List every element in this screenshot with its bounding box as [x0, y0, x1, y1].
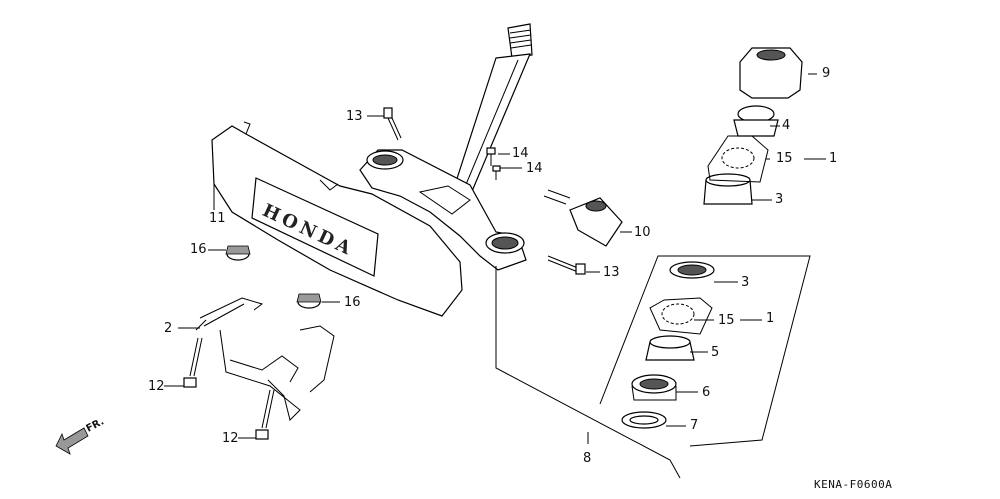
top-thread-nut-9 [739, 47, 803, 99]
callout-1-top: 1 [829, 151, 838, 166]
steel-balls-15-bottom [661, 303, 695, 325]
callout-14-lower: 14 [526, 161, 543, 176]
callout-12-lower: 12 [222, 431, 239, 446]
diagram-code: KENA-F0600A [814, 478, 893, 491]
bracket-stay [195, 297, 335, 421]
grommet-16-left [225, 245, 251, 261]
callout-1-bottom: 1 [766, 311, 775, 326]
callout-11: 11 [209, 211, 226, 226]
bottom-bridge [359, 149, 527, 271]
callout-13-upper: 13 [346, 109, 363, 124]
callout-16-right: 16 [344, 295, 361, 310]
ball-race-3-top [703, 173, 753, 205]
callout-2: 2 [164, 321, 173, 336]
grommet-16-right [296, 293, 322, 309]
bolt-13-lower [547, 255, 586, 275]
callout-15-bottom: 15 [718, 313, 735, 328]
callout-6: 6 [702, 385, 711, 400]
leader-lines [164, 73, 826, 439]
callout-13-lower: 13 [603, 265, 620, 280]
callout-3-bottom: 3 [741, 275, 750, 290]
callout-7: 7 [690, 418, 699, 433]
callout-8: 8 [583, 451, 592, 466]
callout-3-top: 3 [775, 192, 784, 207]
bracket-8-right [599, 255, 811, 447]
callout-14-upper: 14 [512, 146, 529, 161]
bolt-13-upper [383, 107, 402, 141]
steel-balls-15-top [721, 147, 755, 169]
dust-seal-6 [631, 374, 677, 401]
bolt-12-upper [183, 337, 203, 388]
callout-4: 4 [782, 118, 791, 133]
cone-race-5 [645, 335, 695, 361]
ignition-switch [543, 189, 623, 247]
front-direction-arrow-icon [55, 427, 89, 455]
ball-race-3-bottom [669, 261, 715, 279]
bracket-1-bottom [649, 297, 713, 335]
callout-15-top: 15 [776, 151, 793, 166]
front-cover [211, 121, 463, 317]
callout-10: 10 [634, 225, 651, 240]
bracket-8-left [495, 266, 681, 479]
callout-5: 5 [711, 345, 720, 360]
bolt-12-lower [255, 389, 275, 440]
callout-16-left: 16 [190, 242, 207, 257]
steering-stem [451, 23, 533, 197]
callout-9: 9 [822, 66, 831, 81]
callout-12-upper: 12 [148, 379, 165, 394]
cone-race-4 [733, 105, 779, 137]
screw-14 [486, 147, 501, 180]
washer-7 [621, 411, 667, 429]
bracket-1-top [707, 135, 769, 183]
